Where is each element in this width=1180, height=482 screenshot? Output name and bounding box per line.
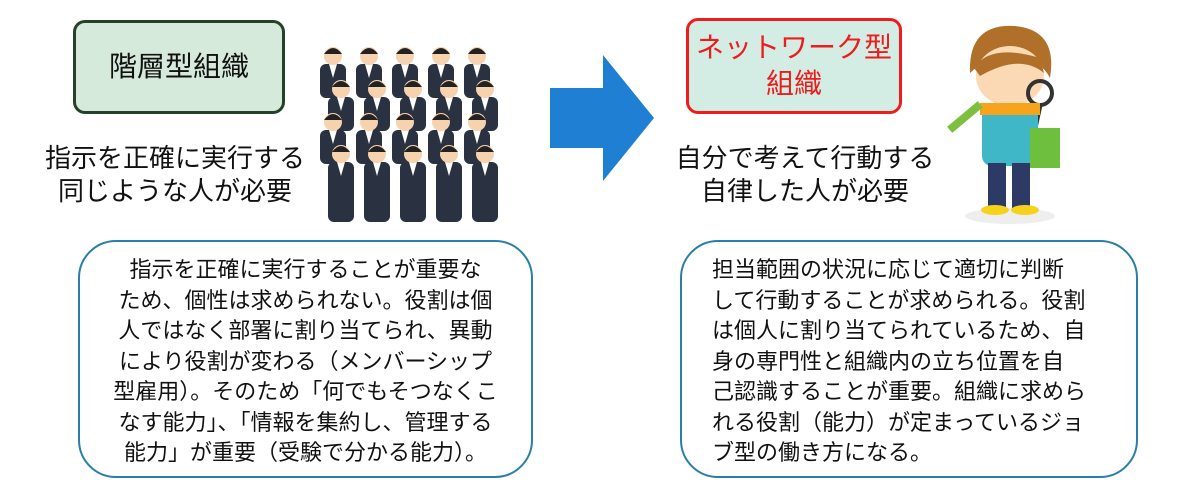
- title-text: 組織: [765, 67, 822, 100]
- description-line: は個人に割り当てられているため、自: [712, 319, 1086, 344]
- hierarchical-org-title: 階層型組織: [73, 20, 285, 114]
- description-line: ため、個性は求められない。役割は個: [118, 288, 493, 314]
- person-figure: [436, 145, 462, 222]
- description-line: 人ではなく部署に割り当てられ、異動: [118, 319, 493, 344]
- autonomous-person-illustration: [947, 25, 1060, 224]
- description-line: ブ型の働き方になる。: [712, 441, 933, 466]
- caption-line: 指示を正確に実行する: [44, 144, 305, 174]
- person-figure: [472, 80, 498, 131]
- description-line: 身の専門性と組織内の立ち位置を自: [712, 349, 1065, 375]
- description-line: 指示を正確に実行することが重要な: [129, 258, 482, 283]
- description-line: 能力」が重要（受験で分かる能力）。: [123, 441, 487, 466]
- crowd-of-employees-illustration: [320, 47, 498, 222]
- title-text: 階層型組織: [108, 50, 249, 83]
- person-figure: [472, 145, 498, 222]
- description-line: して行動することが求められる。役割: [712, 288, 1086, 314]
- description-line: 己認識することが重要。組織に求めら: [712, 380, 1087, 405]
- description-line: により役割が変わる（メンバーシップ: [118, 349, 493, 375]
- person-figure: [356, 47, 382, 98]
- person-figure: [320, 47, 346, 98]
- network-org-title: ネットワーク型 組織: [686, 18, 902, 114]
- caption-line: 自律した人が必要: [700, 177, 909, 207]
- hierarchical-description-bubble: 指示を正確に実行することが重要な ため、個性は求められない。役割は個 人ではなく…: [78, 240, 533, 478]
- caption-line: 自分で考えて行動する: [675, 144, 935, 174]
- hierarchical-caption: 指示を正確に実行する 同じような人が必要: [20, 143, 330, 209]
- description-line: 型雇用）。そのため「何でもそつなくこ: [113, 380, 498, 405]
- description-line: れる役割（能力）が定まっているジョ: [712, 410, 1085, 436]
- person-figure: [356, 113, 382, 164]
- description-line: なす能力」、「情報を集約し、管理する: [118, 410, 493, 436]
- right-arrow-icon: [550, 55, 654, 181]
- person-figure: [400, 145, 426, 222]
- network-description-bubble: 担当範囲の状況に応じて適切に判断 して行動することが求められる。役割 は個人に割…: [680, 240, 1138, 478]
- title-text: ネットワーク型: [695, 31, 892, 64]
- network-caption: 自分で考えて行動する 自律した人が必要: [650, 143, 960, 209]
- caption-line: 同じような人が必要: [57, 177, 292, 207]
- person-figure: [364, 145, 390, 222]
- person-figure: [328, 145, 354, 222]
- description-line: 担当範囲の状況に応じて適切に判断: [712, 258, 1065, 283]
